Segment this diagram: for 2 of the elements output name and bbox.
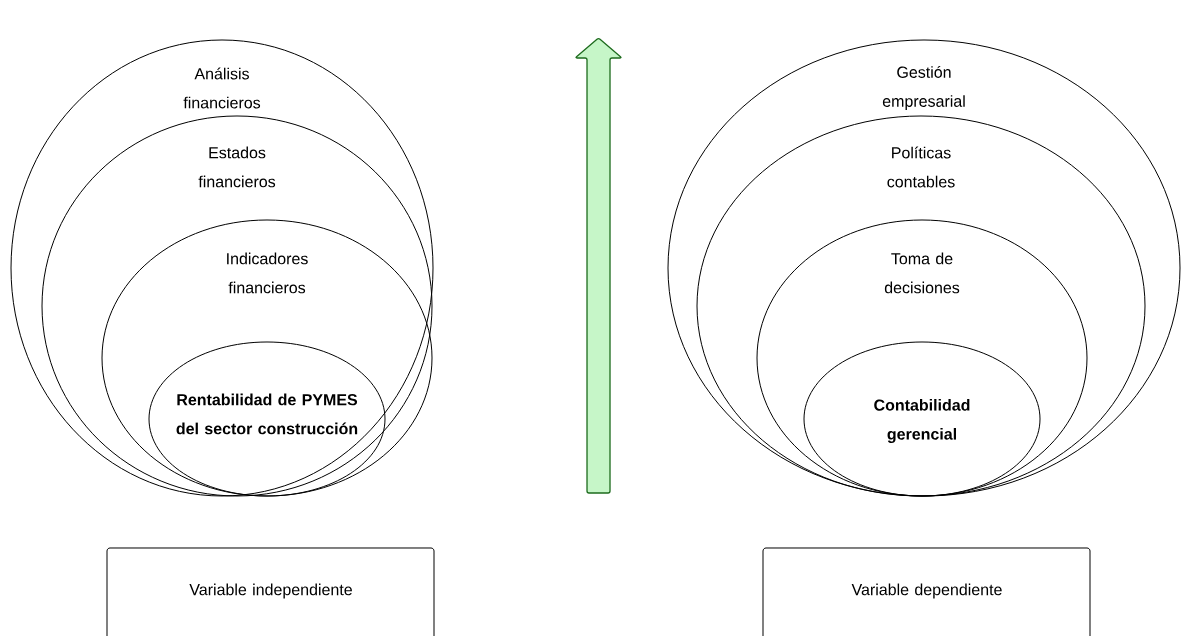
variable-box: Variable independiente (106, 547, 435, 636)
variable-box: Variable dependiente (762, 547, 1091, 636)
